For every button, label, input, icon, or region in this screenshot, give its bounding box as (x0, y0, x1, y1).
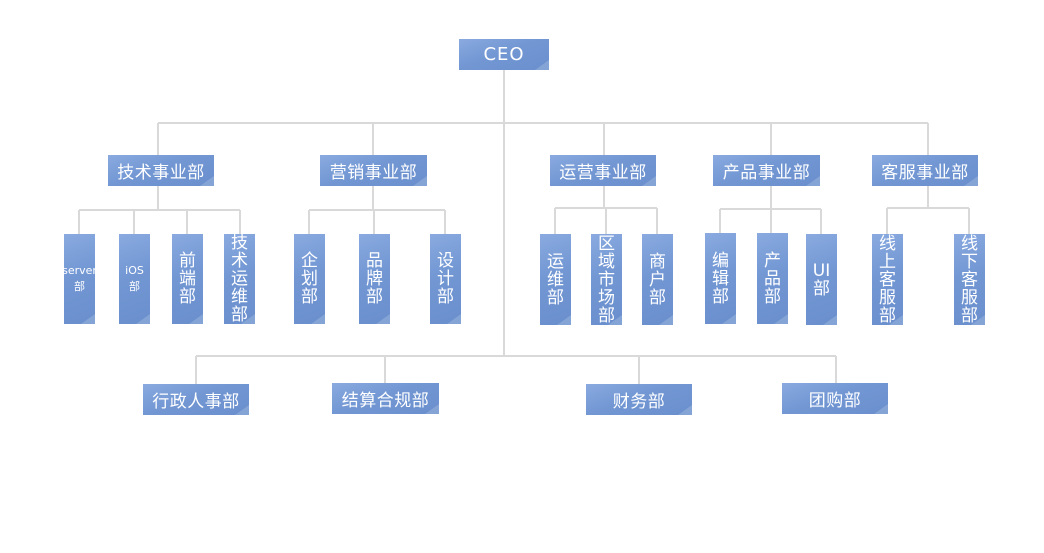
dept-label: server 部 (62, 264, 97, 293)
support-label: 行政人事部 (152, 392, 240, 412)
division-label: 产品事业部 (722, 163, 811, 183)
dept-label: 线 上 客 服 部 (879, 233, 896, 326)
dept-node-product[interactable]: 产 品 部 (757, 233, 788, 324)
support-label: 结算合规部 (341, 391, 430, 411)
dept-label: 企 划 部 (301, 251, 318, 307)
division-node-customer-service[interactable]: 客服事业部 (872, 155, 978, 186)
support-node-finance[interactable]: 财务部 (586, 384, 692, 415)
dept-node-design[interactable]: 设 计 部 (430, 234, 461, 324)
dept-label: UI 部 (812, 260, 831, 299)
dept-label: 前 端 部 (179, 251, 196, 307)
dept-node-editorial[interactable]: 编 辑 部 (705, 233, 736, 324)
support-label: 团购部 (808, 391, 862, 411)
dept-node-tech-ops[interactable]: 技 术 运 维 部 (224, 234, 255, 324)
dept-label: 区 域 市 场 部 (598, 233, 615, 326)
dept-node-maintenance[interactable]: 运 维 部 (540, 234, 571, 325)
dept-node-ios[interactable]: iOS 部 (119, 234, 150, 324)
division-label: 营销事业部 (329, 163, 418, 183)
dept-node-server[interactable]: server 部 (62, 234, 97, 324)
division-label: 技术事业部 (117, 163, 205, 183)
support-label: 财务部 (612, 392, 666, 412)
dept-node-online-service[interactable]: 线 上 客 服 部 (872, 234, 903, 325)
dept-node-ui[interactable]: UI 部 (806, 234, 837, 325)
dept-label: 编 辑 部 (712, 250, 729, 307)
division-node-marketing[interactable]: 营销事业部 (320, 155, 427, 186)
dept-label: 线 下 客 服 部 (961, 233, 978, 326)
dept-label: 技 术 运 维 部 (231, 233, 248, 325)
dept-node-offline-service[interactable]: 线 下 客 服 部 (954, 234, 985, 325)
division-node-operations[interactable]: 运营事业部 (550, 155, 656, 186)
dept-label: 运 维 部 (547, 251, 564, 308)
division-node-product[interactable]: 产品事业部 (713, 155, 820, 186)
dept-label: 设 计 部 (437, 251, 454, 307)
division-label: 运营事业部 (559, 163, 647, 183)
dept-node-frontend[interactable]: 前 端 部 (172, 234, 203, 324)
support-node-group-buying[interactable]: 团购部 (782, 383, 888, 414)
division-label: 客服事业部 (881, 163, 969, 183)
dept-label: 商 户 部 (649, 251, 666, 308)
support-node-settlement-compliance[interactable]: 结算合规部 (332, 383, 439, 414)
ceo-label: CEO (483, 44, 525, 65)
dept-node-regional-market[interactable]: 区 域 市 场 部 (591, 234, 622, 325)
ceo-node[interactable]: CEO (459, 39, 549, 70)
dept-label: 品 牌 部 (366, 251, 383, 307)
dept-label: 产 品 部 (764, 250, 781, 307)
division-node-tech[interactable]: 技术事业部 (108, 155, 214, 186)
dept-node-brand[interactable]: 品 牌 部 (359, 234, 390, 324)
support-node-admin-hr[interactable]: 行政人事部 (143, 384, 249, 415)
dept-node-merchant[interactable]: 商 户 部 (642, 234, 673, 325)
dept-node-planning[interactable]: 企 划 部 (294, 234, 325, 324)
dept-label: iOS 部 (125, 264, 144, 293)
